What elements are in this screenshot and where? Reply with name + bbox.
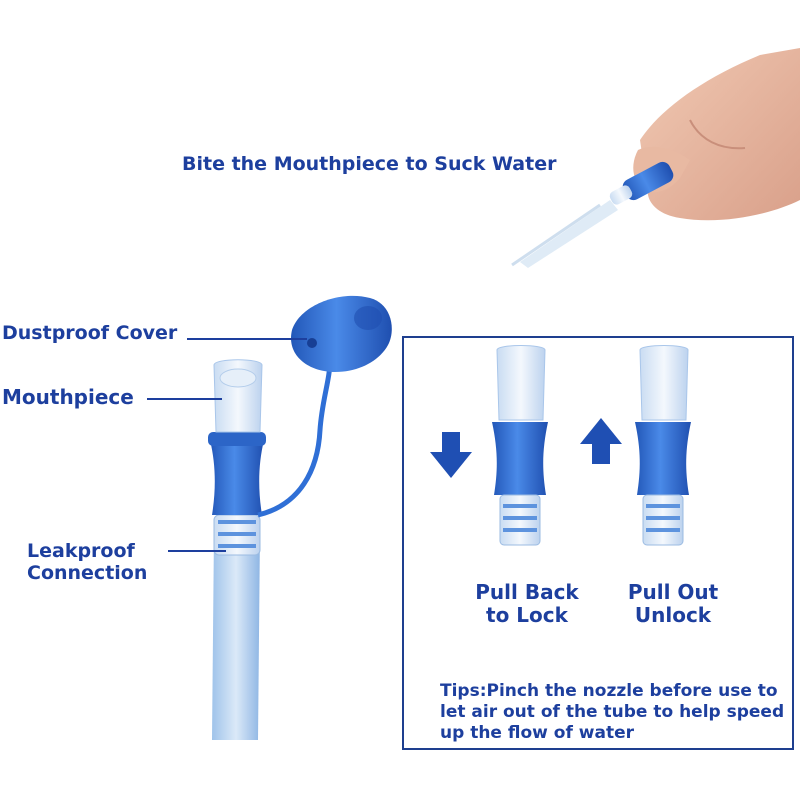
arrow-up-icon <box>580 418 622 464</box>
dustproof-cover-label: Dustproof Cover <box>2 322 178 344</box>
valve-lock-illustration <box>492 345 548 546</box>
leakproof-label-line1: Leakproof <box>27 540 135 562</box>
hand-illustration <box>511 48 800 268</box>
pull-back-line2: to Lock <box>486 603 568 627</box>
valve-unlock-illustration <box>635 345 691 546</box>
title-text: Bite the Mouthpiece to Suck Water <box>182 153 557 175</box>
lock-instructions-panel <box>402 336 794 750</box>
bite-valve-assembly <box>208 295 392 740</box>
leakproof-leader-line <box>168 550 226 552</box>
leakproof-connection-label: Leakproof Connection <box>27 540 147 584</box>
pull-out-line2: Unlock <box>634 603 712 627</box>
tips-text: Tips:Pinch the nozzle before use to let … <box>440 681 785 743</box>
pull-back-lock-caption: Pull Back to Lock <box>462 581 592 627</box>
pull-out-line1: Pull Out <box>627 580 719 604</box>
dustproof-cover-leader-line <box>187 338 307 340</box>
leakproof-label-line2: Connection <box>27 562 148 584</box>
pull-out-unlock-caption: Pull Out Unlock <box>608 581 738 627</box>
arrow-down-icon <box>430 432 472 478</box>
mouthpiece-label: Mouthpiece <box>2 385 134 409</box>
mouthpiece-leader-line <box>147 398 222 400</box>
pull-back-line1: Pull Back <box>475 580 579 604</box>
